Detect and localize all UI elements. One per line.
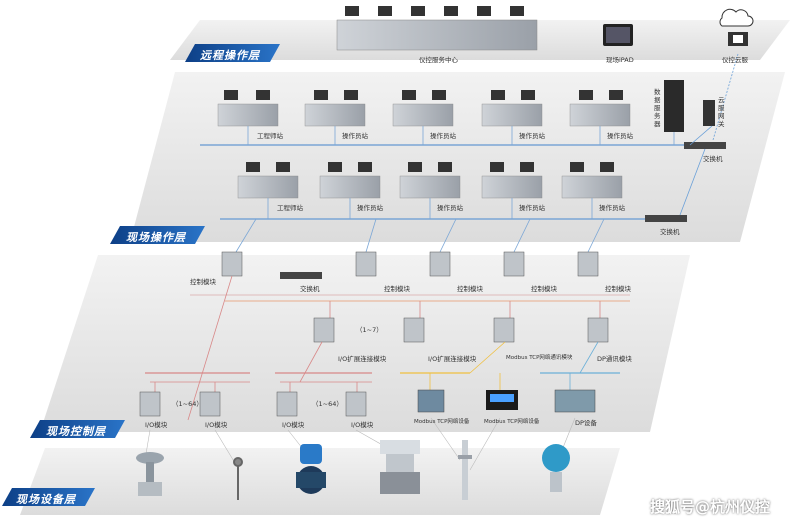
server-center-label: 仪控服务中心 [419,56,458,64]
row1-station-label: 工程师站 [257,132,283,140]
temperature-sensor [233,457,243,500]
controller-label: 控制模块 [457,285,483,293]
io-module-label: I/O模块 [205,421,228,429]
server-center-cabinets [336,6,538,51]
row2-switch-label: 交换机 [660,228,680,236]
operation-row2-monitors [246,162,614,172]
field-control-layer-panel [40,255,690,432]
row2-station-label: 操作员站 [357,204,383,212]
data-server-label: 数据服务器 [654,88,661,128]
io-modules [139,391,367,417]
row1-station-label: 操作员站 [342,132,368,140]
io-module-label: I/O模块 [145,421,168,429]
operation-row1-monitors [224,90,623,100]
level-gauge [458,440,472,500]
dp-module-label: DP通讯模块 [597,355,632,363]
field-operation-layer-label: 现场操作层 [126,231,186,244]
operation-row1-stations [217,103,631,127]
controller-modules [221,251,599,277]
controller-label: 控制模块 [190,278,216,286]
cloud-server-device [719,8,754,46]
remote-layer-tag [185,44,280,62]
modbus-device-label: Modbus TCP网络设备 [484,419,540,425]
cloud-server-label: 仪控云服 [722,56,748,64]
ipad-label: 现场iPAD [606,56,634,64]
row1-switch-label: 交换机 [703,155,723,163]
watermark: 搜狐号@杭州仪控 [649,498,770,516]
row1-station-label: 操作员站 [607,132,633,140]
flow-meter [296,444,326,494]
ipad-device [603,24,633,46]
dp-device-label: DP设备 [575,419,597,427]
io-expansion-label: I/O扩展连接模块 [428,355,477,363]
field-device-layer-label: 现场设备层 [16,493,76,506]
row2-station-label: 操作员站 [437,204,463,212]
pressure-transmitter [542,444,570,492]
row1-station-label: 操作员站 [430,132,456,140]
field-control-layer-label: 现场控制层 [46,425,106,438]
row2-station-label: 操作员站 [519,204,545,212]
io-range-label: （1~64） [172,400,203,408]
operation-row2-stations [237,175,623,199]
controller-label: 控制模块 [605,285,631,293]
dp-device [554,389,596,413]
controller-label: 控制模块 [531,285,557,293]
control-switch [280,272,322,279]
modbus-device-label: Modbus TCP网络设备 [414,419,470,425]
io-expansion-label: I/O扩展连接模块 [338,355,387,363]
io-module-label: I/O模块 [351,421,374,429]
ball-valve [380,440,420,494]
expansion-range-label: （1~7） [356,326,383,334]
row2-station-label: 工程师站 [277,204,303,212]
row2-station-label: 操作员站 [599,204,625,212]
field-control-layer-tag [30,420,125,438]
modbus-network-devices [417,389,518,413]
controller-label: 控制模块 [384,285,410,293]
row1-station-label: 操作员站 [519,132,545,140]
io-range-label: （1~64） [312,400,343,408]
remote-layer-label: 远程操作层 [200,49,260,62]
data-server-rack [664,80,684,132]
switch-row1 [684,142,726,149]
gateway-box [703,100,715,126]
io-module-label: I/O模块 [282,421,305,429]
control-switch-label: 交换机 [300,285,320,293]
switch-row2 [645,215,687,222]
gateway-label: 云服网关 [718,96,725,128]
expansion-modules [313,317,609,343]
control-valve [136,452,164,496]
field-operation-layer-tag [110,226,205,244]
field-device-layer-tag [2,488,95,506]
modbus-module-label: Modbus TCP网络通讯模块 [506,355,573,361]
